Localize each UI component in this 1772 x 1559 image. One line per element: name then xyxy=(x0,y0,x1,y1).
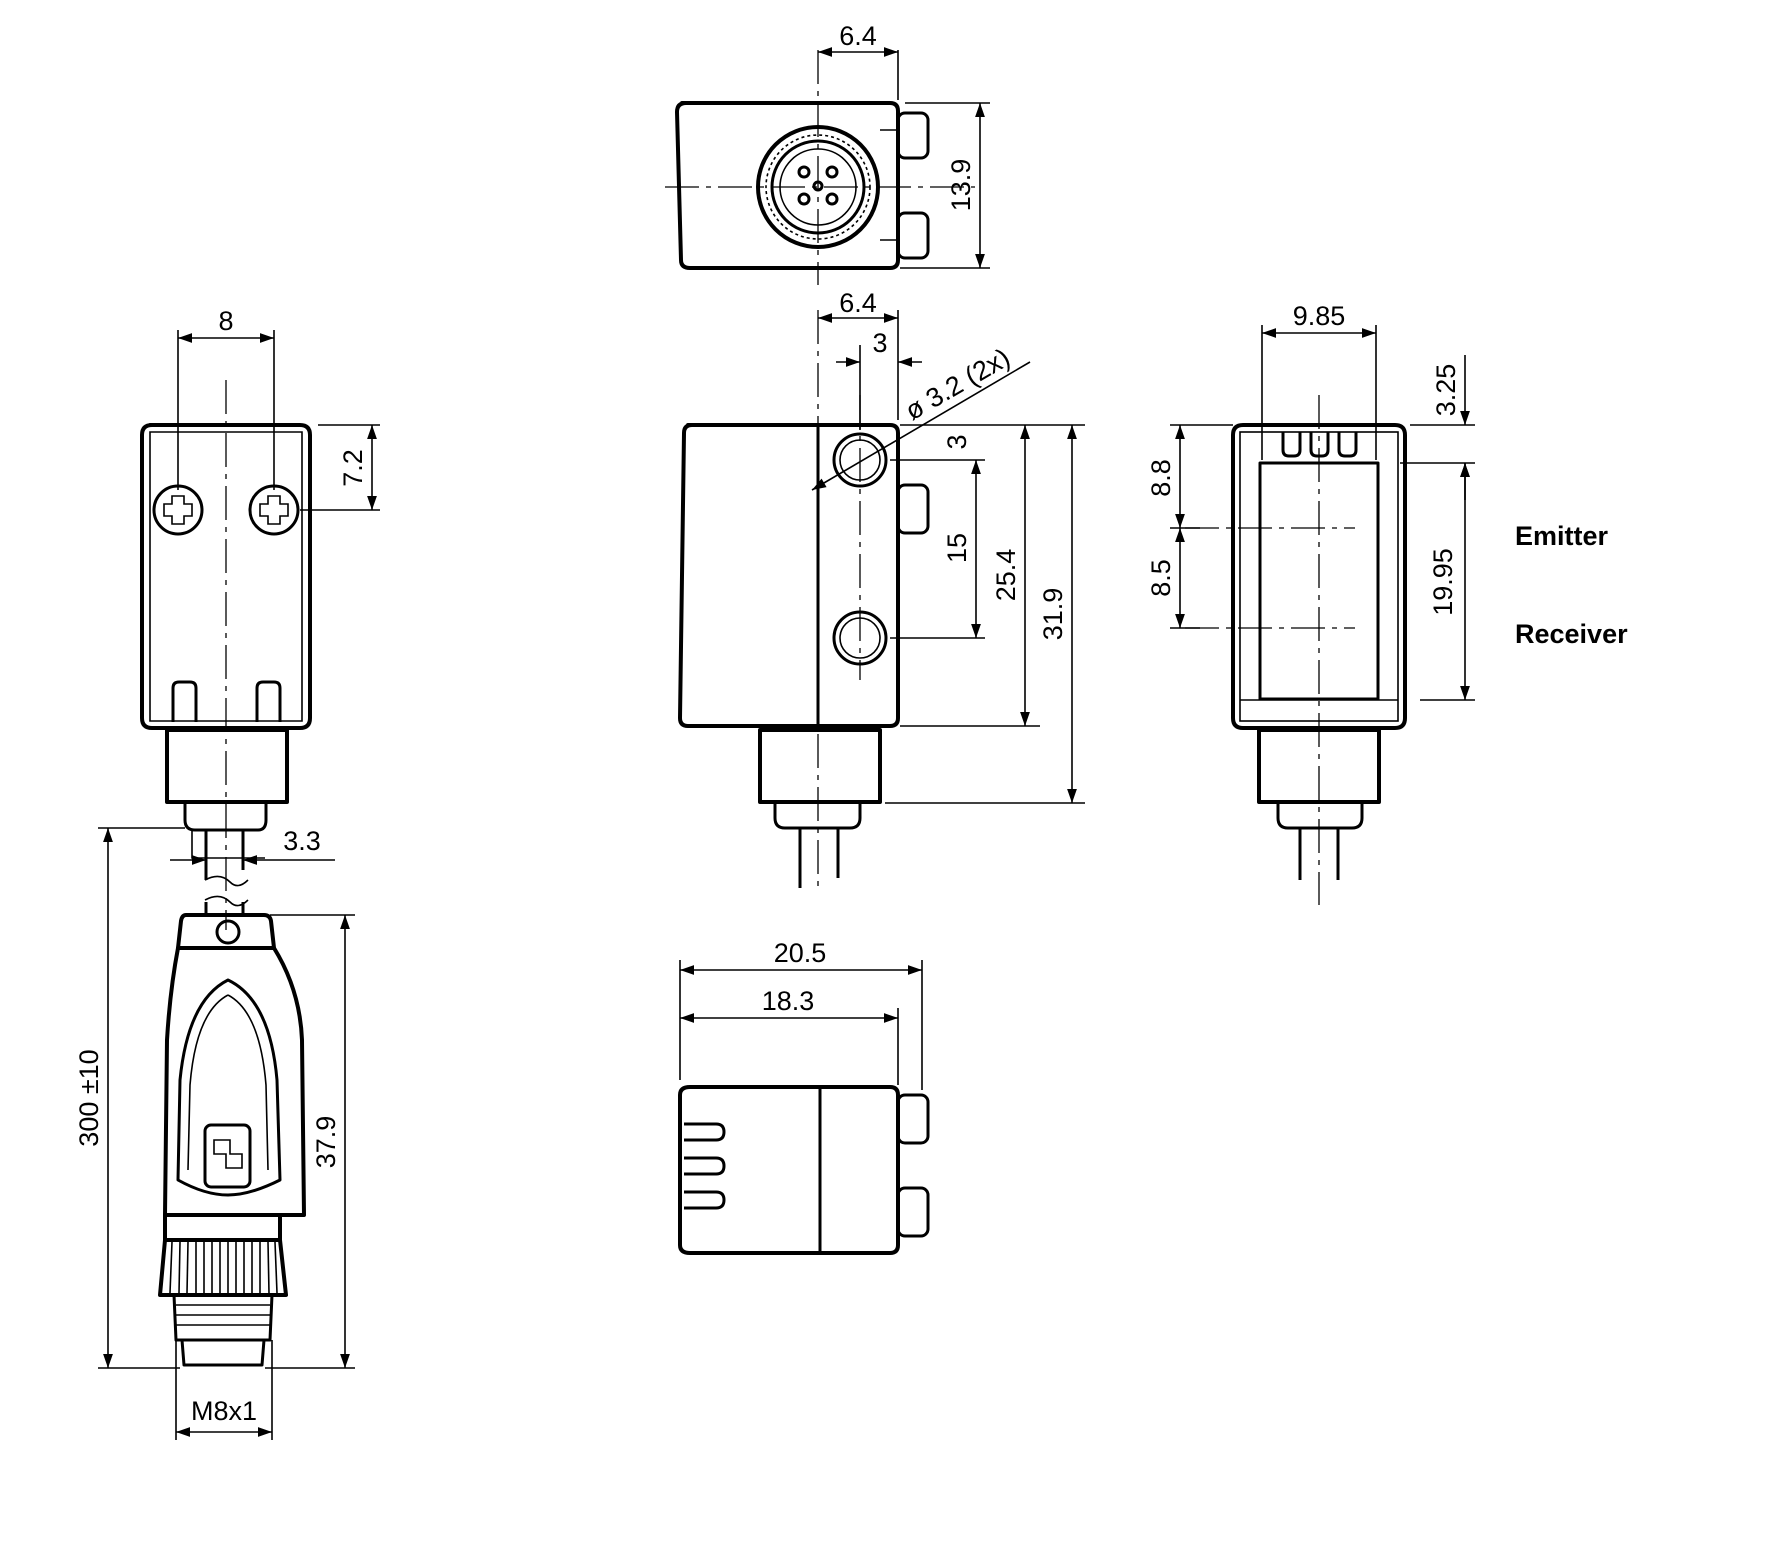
dim-side-body-height: 25.4 xyxy=(991,549,1021,602)
rear-view-dimensions: 9.85 3.25 19.95 8.8 8.5 Emitter Receiver xyxy=(1146,301,1628,701)
dim-side-total-height: 31.9 xyxy=(1038,588,1068,641)
dim-thread: M8x1 xyxy=(191,1396,257,1426)
dim-top-height: 13.9 xyxy=(946,159,976,212)
dim-front-screw-spacing: 7.2 xyxy=(338,449,368,487)
dim-rear-emitter-offset: 8.8 xyxy=(1146,459,1176,497)
side-view xyxy=(678,310,930,890)
dim-rear-receiver-offset: 8.5 xyxy=(1146,559,1176,597)
dim-bottom-depth: 20.5 xyxy=(774,938,827,968)
front-view-dimensions: 8 7.2 3.3 300 ±10 37.9 M8x1 xyxy=(74,306,380,1440)
dim-rear-top: 3.25 xyxy=(1431,364,1461,417)
dim-side-hole-spacing: 15 xyxy=(942,533,972,563)
dim-rear-width: 9.85 xyxy=(1293,301,1346,331)
dim-side-hole-dia: ø 3.2 (2x) xyxy=(900,342,1015,426)
bottom-view xyxy=(678,1085,930,1255)
front-view xyxy=(140,380,312,1367)
label-receiver: Receiver xyxy=(1515,619,1628,649)
dim-side-offset: 6.4 xyxy=(839,288,877,318)
dim-rear-window-height: 19.95 xyxy=(1428,548,1458,616)
knurl-lines xyxy=(169,1241,278,1294)
dim-bottom-body-depth: 18.3 xyxy=(762,986,815,1016)
top-view xyxy=(665,50,975,285)
dim-connector-length: 37.9 xyxy=(311,1116,341,1169)
dim-top-offset: 6.4 xyxy=(839,21,877,51)
label-emitter: Emitter xyxy=(1515,521,1609,551)
top-view-dimensions: 6.4 13.9 xyxy=(818,21,990,269)
dim-side-top-margin: 3 xyxy=(942,434,972,449)
bottom-view-dimensions: 20.5 18.3 xyxy=(679,938,923,1090)
dim-cable-dia: 3.3 xyxy=(283,826,321,856)
dim-side-hole-offset: 3 xyxy=(872,328,887,358)
rear-view xyxy=(1185,395,1407,905)
dim-cable-length: 300 ±10 xyxy=(74,1049,104,1146)
dim-front-width: 8 xyxy=(218,306,233,336)
